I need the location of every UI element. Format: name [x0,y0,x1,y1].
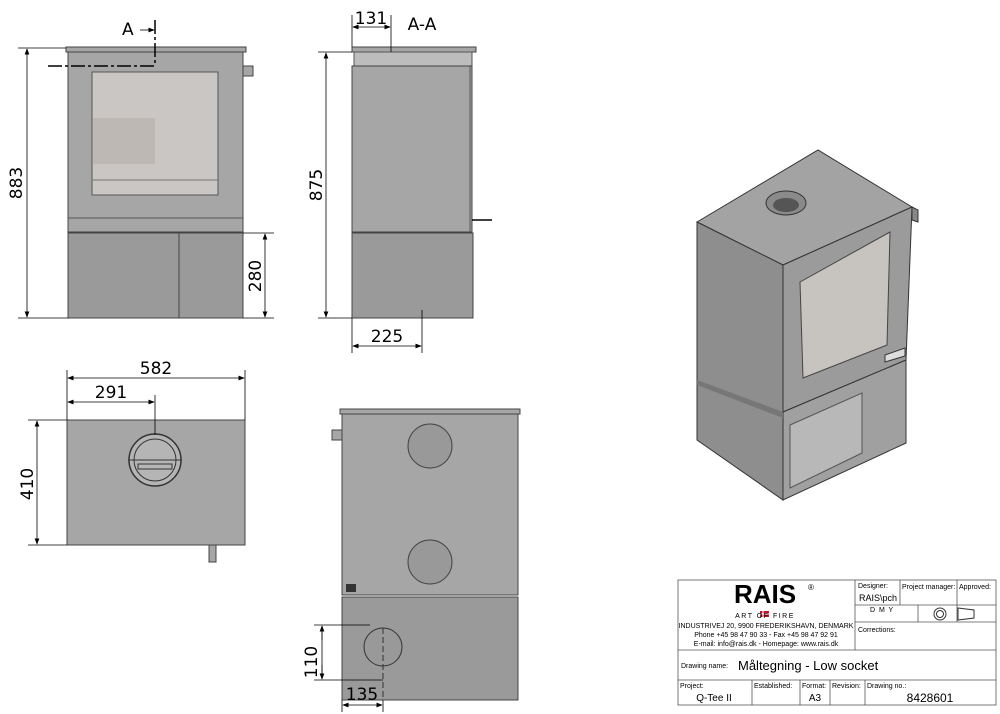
email: E-mail: info@rais.dk - Homepage: www.rai… [694,641,839,648]
drawing-no-label: Drawing no.: [867,683,906,690]
dim-depth: 225 [371,327,403,347]
section-mark: A [122,20,134,40]
designer: RAIS\pch [859,593,897,603]
dim-width: 582 [140,359,172,379]
dim-socket: 280 [246,260,266,292]
dim-half: 291 [95,383,127,403]
date-dmy: D M Y [870,607,894,614]
dim-top: 131 [355,9,387,29]
format: A3 [809,693,822,704]
section-title: A-A [408,15,437,35]
dim-height: 883 [7,167,27,199]
project-label: Project: [680,683,704,690]
address: INDUSTRIVEJ 20, 9900 FREDERIKSHAVN, DENM… [679,623,854,630]
designer-label: Designer: [858,583,888,590]
section-view: 131 A-A 875 225 [307,9,492,353]
revision-label: Revision: [832,683,861,690]
top-view: 582 291 410 [18,359,246,563]
dim-horizontal: 135 [346,685,378,705]
rais-logo: RAIS [734,579,796,609]
drawing-name: Måltegning - Low socket [738,658,879,673]
format-label: Format: [802,683,826,690]
logo-tagline: ART OF FIRE [735,613,795,620]
drawing-name-label: Drawing name: [681,663,728,670]
back-view: 110 135 [302,408,521,712]
project-manager-label: Project manager: [902,584,955,591]
dim-height: 875 [307,169,327,201]
drawing-no: 8428601 [907,691,954,705]
registered-mark: ® [808,583,814,592]
phone: Phone +45 98 47 90 33 - Fax +45 98 47 92… [694,632,838,639]
projection-symbol [957,607,975,621]
front-view: A 883 280 [7,20,274,319]
corrections-label: Corrections: [858,627,896,634]
approved-label: Approved: [959,584,991,591]
dim-vertical: 110 [302,646,322,678]
dim-depth: 410 [18,468,38,500]
project: Q-Tee II [696,693,732,704]
title-block: RAIS ® ART OF FIRE INDUSTRIVEJ 20, 9900 … [677,579,997,706]
established-label: Established: [754,683,792,690]
isometric-view [695,149,919,501]
